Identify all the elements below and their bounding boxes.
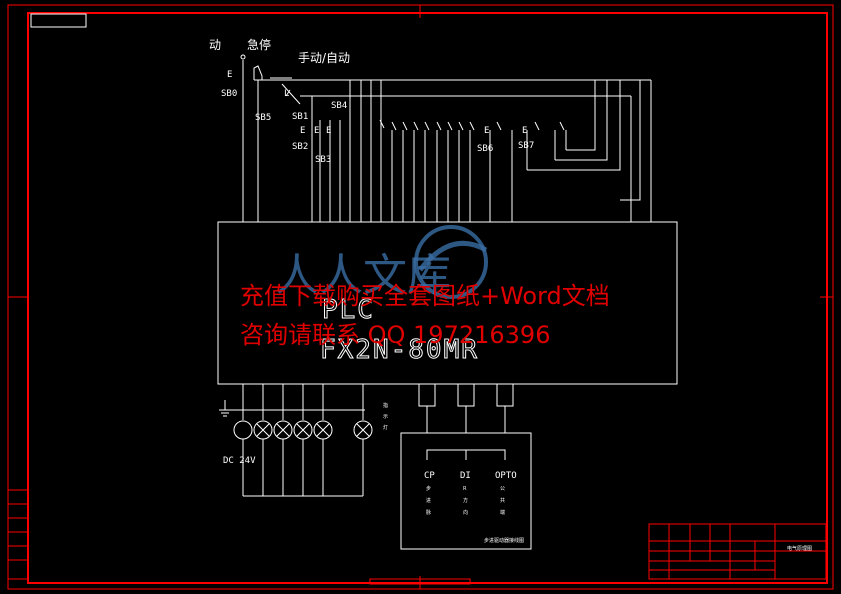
di-desc-3: 向 bbox=[463, 509, 468, 516]
drawing-frame bbox=[7, 4, 834, 590]
sb4-label: SB4 bbox=[331, 101, 347, 111]
indicator-label-2: 示 bbox=[383, 414, 388, 420]
indicator-lamps bbox=[253, 420, 373, 440]
driver-caption: 步进驱动器接线图 bbox=[484, 537, 524, 544]
title-block: 电气原理图 bbox=[648, 523, 827, 580]
svg-text:E: E bbox=[522, 126, 527, 136]
input-switches: E L SB0 SB5 SB1 SB2 SB3 SB4 SB6 SB7 E E … bbox=[221, 54, 652, 222]
svg-text:E: E bbox=[300, 126, 305, 136]
mode-label: 手动/自动 bbox=[298, 51, 350, 65]
output-circuit: DC 24V 指 示 灯 bbox=[219, 384, 388, 497]
sb2-label: SB2 bbox=[292, 142, 308, 152]
title-block-name: 电气原理图 bbox=[787, 545, 812, 552]
indicator-label-3: 灯 bbox=[383, 424, 388, 431]
terminal-cp: CP bbox=[424, 471, 435, 481]
sb3-label: SB3 bbox=[315, 155, 331, 165]
opto-desc-2: 共 bbox=[500, 497, 505, 504]
plc-unit: 人人文库 PLC FX2N-80MR bbox=[217, 221, 678, 385]
stepper-driver: CP DI OPTO 步 进 脉 R 方 向 公 共 端 步进驱动器接线图 bbox=[400, 383, 532, 550]
plc-model: FX2N-80MR bbox=[320, 335, 479, 365]
logo-text: 人人文库 bbox=[275, 250, 451, 301]
svg-text:E: E bbox=[227, 70, 232, 80]
svg-text:E: E bbox=[314, 126, 319, 136]
svg-text:E: E bbox=[484, 126, 489, 136]
supply-label: DC 24V bbox=[223, 456, 256, 466]
power-lamp bbox=[233, 420, 253, 440]
terminal-opto: OPTO bbox=[495, 471, 517, 481]
cp-desc-3: 脉 bbox=[426, 509, 431, 516]
plc-title: PLC bbox=[322, 295, 375, 325]
di-desc-2: 方 bbox=[463, 497, 468, 504]
di-desc-1: R bbox=[463, 486, 467, 492]
svg-text:L: L bbox=[284, 89, 289, 99]
sb7-label: SB7 bbox=[518, 141, 534, 151]
cp-desc-2: 进 bbox=[426, 497, 431, 504]
sb1-label: SB1 bbox=[292, 112, 308, 122]
cp-desc-1: 步 bbox=[426, 486, 431, 492]
opto-desc-3: 端 bbox=[500, 509, 505, 516]
svg-text:E: E bbox=[326, 126, 331, 136]
watermark-line2: 咨询请联系 QQ 197216396 bbox=[240, 321, 550, 349]
watermark-line1: 充值下载购买全套图纸+Word文档 bbox=[240, 282, 610, 310]
sb0-label: SB0 bbox=[221, 89, 237, 99]
sb6-label: SB6 bbox=[477, 144, 493, 154]
estop-label: 急停 bbox=[247, 37, 271, 52]
start-label: 动 bbox=[209, 38, 221, 52]
terminal-di: DI bbox=[460, 471, 471, 481]
opto-desc-1: 公 bbox=[500, 486, 505, 492]
sb5-label: SB5 bbox=[255, 113, 271, 123]
indicator-label-1: 指 bbox=[383, 402, 388, 409]
